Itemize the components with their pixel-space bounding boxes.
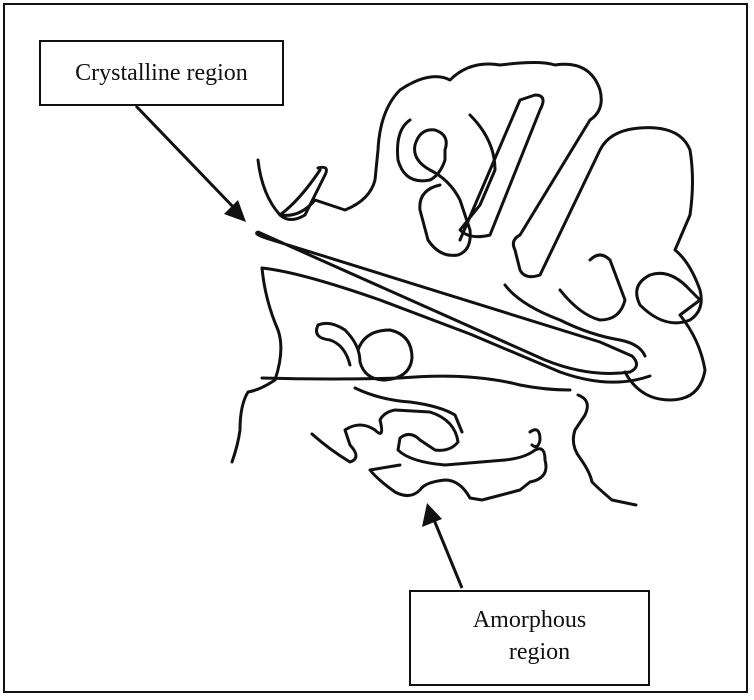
arrow-amorphous-line bbox=[432, 515, 462, 588]
crystalline-region-label: Crystalline region bbox=[39, 40, 284, 106]
amorphous-region-label: Amorphous region bbox=[409, 590, 650, 686]
lower-horizontal-strand bbox=[262, 376, 570, 390]
upper-left-strand bbox=[258, 160, 326, 220]
lower-small-curl bbox=[530, 430, 540, 447]
upper-right-loop bbox=[560, 255, 625, 320]
arrow-crystalline-head bbox=[224, 200, 246, 222]
lower-boundary-right bbox=[573, 395, 636, 505]
lower-loop-left bbox=[317, 323, 413, 380]
lower-amorphous-tangle bbox=[312, 410, 546, 500]
arrow-amorphous-head bbox=[422, 503, 442, 527]
arrow-crystalline-line bbox=[136, 106, 238, 212]
lower-boundary-left bbox=[232, 268, 281, 462]
amorphous-region-text-line1: Amorphous bbox=[411, 604, 648, 636]
amorphous-region-text-line2: region bbox=[411, 636, 648, 668]
crystalline-region-text: Crystalline region bbox=[75, 60, 248, 86]
upper-inner-fold-1 bbox=[398, 120, 471, 255]
